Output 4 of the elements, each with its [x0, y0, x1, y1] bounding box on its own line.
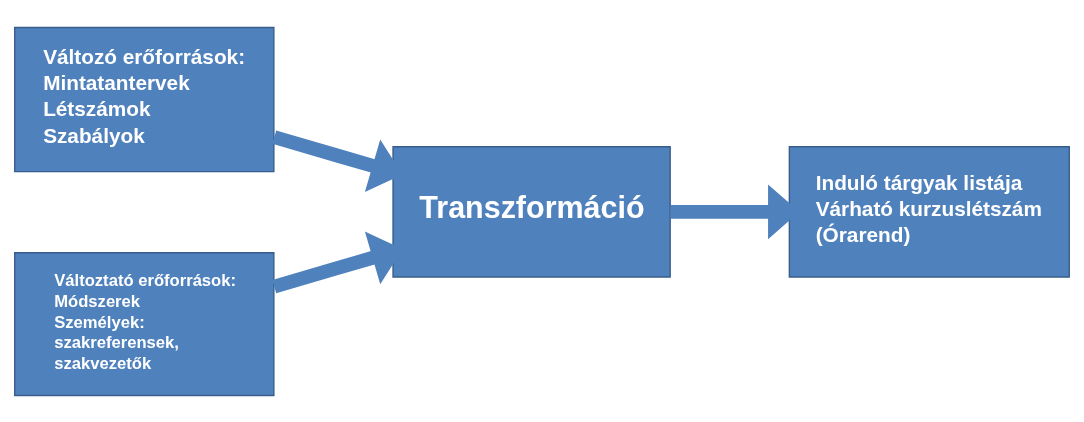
- node-box: Változó erőforrások: Mintatantervek Létszámok Szabályok: [14, 26, 275, 172]
- node-box: Transzformáció: [392, 145, 671, 278]
- node-box: Változtató erőforrások: Módszerek Személyek: szakreferensek, szakvezetők: [14, 251, 275, 396]
- node-box: Induló tárgyak listája Várható kurzuslétszám (Órarend): [788, 145, 1070, 278]
